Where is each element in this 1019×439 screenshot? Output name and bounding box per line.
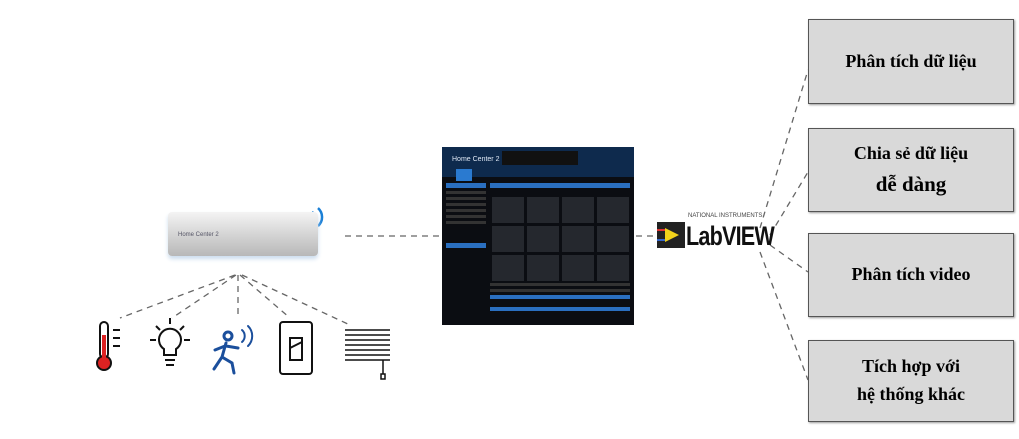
box-video-analysis: Phân tích video	[808, 233, 1014, 317]
box-label: dễ dàng	[875, 171, 947, 196]
router-brand: Home Center 2	[178, 232, 219, 238]
home-center-router: Home Center 2	[168, 212, 318, 256]
light-bulb-icon	[150, 318, 190, 366]
box-label: Tích hợp với	[862, 356, 960, 377]
box-label: hệ thống khác	[856, 384, 966, 404]
thermometer-icon	[96, 321, 120, 371]
box-label: Chia sẻ dữ liệu	[853, 142, 969, 163]
box-data-analysis: Phân tích dữ liệu	[808, 19, 1014, 104]
motion-sensor-icon	[212, 325, 254, 375]
box-data-sharing: Chia sẻ dữ liệu dễ dàng	[808, 128, 1014, 212]
box-label: Phân tích dữ liệu	[845, 50, 977, 71]
blinds-icon	[345, 329, 390, 380]
labview-name: LabVIEW	[686, 221, 775, 251]
dashboard-thumbnail: Home Center 2	[442, 147, 634, 311]
labview-vendor: NATIONAL INSTRUMENTS	[688, 213, 763, 219]
home-center-screenshot: Home Center 2	[442, 147, 634, 325]
switch-icon	[279, 321, 313, 375]
screen-title: Home Center 2	[452, 156, 500, 163]
box-integration: Tích hợp với hệ thống khác	[808, 340, 1014, 422]
box-label: Phân tích video	[851, 264, 971, 285]
labview-logo-icon	[657, 222, 685, 248]
